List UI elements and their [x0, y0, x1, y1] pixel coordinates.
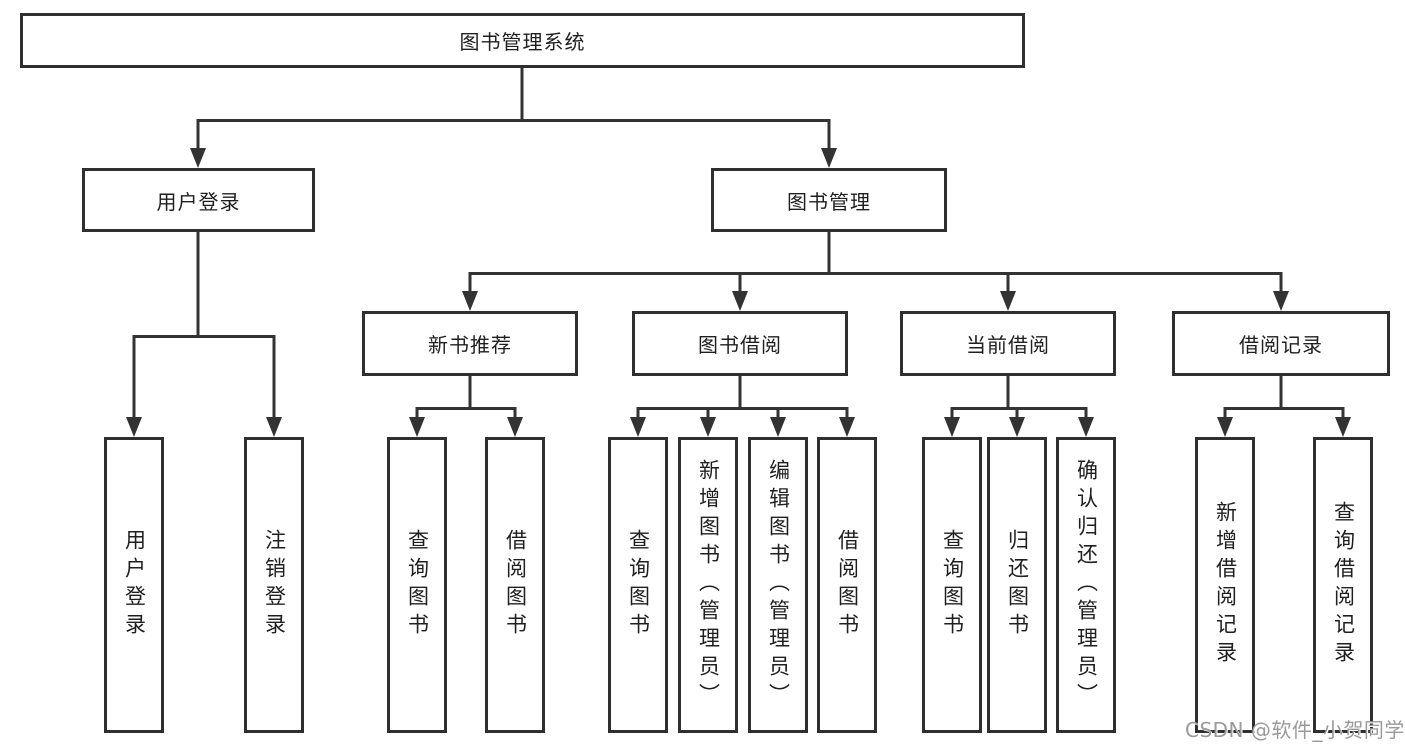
node-root-system: 图书管理系统 — [20, 13, 1025, 68]
arrowheads — [126, 148, 1351, 437]
node-new-book-recommend: 新书推荐 — [362, 311, 578, 376]
node-leaf-confirm-return-admin-label: 确认归还（管理员） — [1074, 459, 1099, 711]
node-current-borrow: 当前借阅 — [900, 311, 1116, 376]
node-user-login: 用户登录 — [82, 168, 315, 232]
node-leaf-query-books-borrow-label: 查询图书 — [626, 529, 651, 641]
node-leaf-user-login-label: 用户登录 — [122, 529, 147, 641]
node-leaf-query-books-recommend-label: 查询图书 — [405, 529, 430, 641]
node-leaf-return-books: 归还图书 — [987, 437, 1047, 733]
node-leaf-query-books-recommend: 查询图书 — [387, 437, 447, 733]
node-leaf-query-books-current-label: 查询图书 — [940, 529, 965, 641]
node-leaf-add-books-admin: 新增图书（管理员） — [678, 437, 738, 733]
node-leaf-add-borrow-record-label: 新增借阅记录 — [1213, 501, 1238, 669]
node-user-login-label: 用户登录 — [156, 189, 241, 214]
node-borrow-records-label: 借阅记录 — [1239, 333, 1323, 357]
node-book-borrow-label: 图书借阅 — [698, 333, 782, 357]
node-leaf-user-login: 用户登录 — [104, 437, 164, 733]
node-leaf-return-books-label: 归还图书 — [1005, 529, 1030, 641]
node-leaf-borrow-books-label: 借阅图书 — [835, 529, 860, 641]
node-leaf-borrow-books: 借阅图书 — [817, 437, 877, 733]
node-leaf-query-books-current: 查询图书 — [922, 437, 982, 733]
node-root-label: 图书管理系统 — [459, 30, 586, 54]
node-leaf-query-borrow-record: 查询借阅记录 — [1313, 437, 1373, 733]
node-leaf-borrow-books-recommend-label: 借阅图书 — [503, 529, 528, 641]
node-leaf-logout-label: 注销登录 — [262, 529, 287, 641]
node-leaf-edit-books-admin: 编辑图书（管理员） — [748, 437, 808, 733]
node-leaf-borrow-books-recommend: 借阅图书 — [485, 437, 545, 733]
node-book-management: 图书管理 — [711, 168, 947, 232]
node-leaf-add-borrow-record: 新增借阅记录 — [1195, 437, 1255, 733]
node-borrow-records: 借阅记录 — [1172, 311, 1390, 376]
node-current-borrow-label: 当前借阅 — [966, 333, 1050, 357]
csdn-watermark: CSDN @软件_小贺同学 — [1185, 718, 1405, 742]
node-leaf-add-books-admin-label: 新增图书（管理员） — [696, 459, 721, 711]
node-book-management-label: 图书管理 — [787, 189, 871, 214]
node-book-borrow: 图书借阅 — [632, 311, 848, 376]
edge-lines — [132, 66, 1345, 419]
node-leaf-query-borrow-record-label: 查询借阅记录 — [1331, 501, 1356, 669]
node-leaf-edit-books-admin-label: 编辑图书（管理员） — [766, 459, 791, 711]
node-new-book-recommend-label: 新书推荐 — [428, 333, 512, 357]
node-leaf-logout: 注销登录 — [244, 437, 304, 733]
node-leaf-query-books-borrow: 查询图书 — [608, 437, 668, 733]
node-leaf-confirm-return-admin: 确认归还（管理员） — [1056, 437, 1116, 733]
